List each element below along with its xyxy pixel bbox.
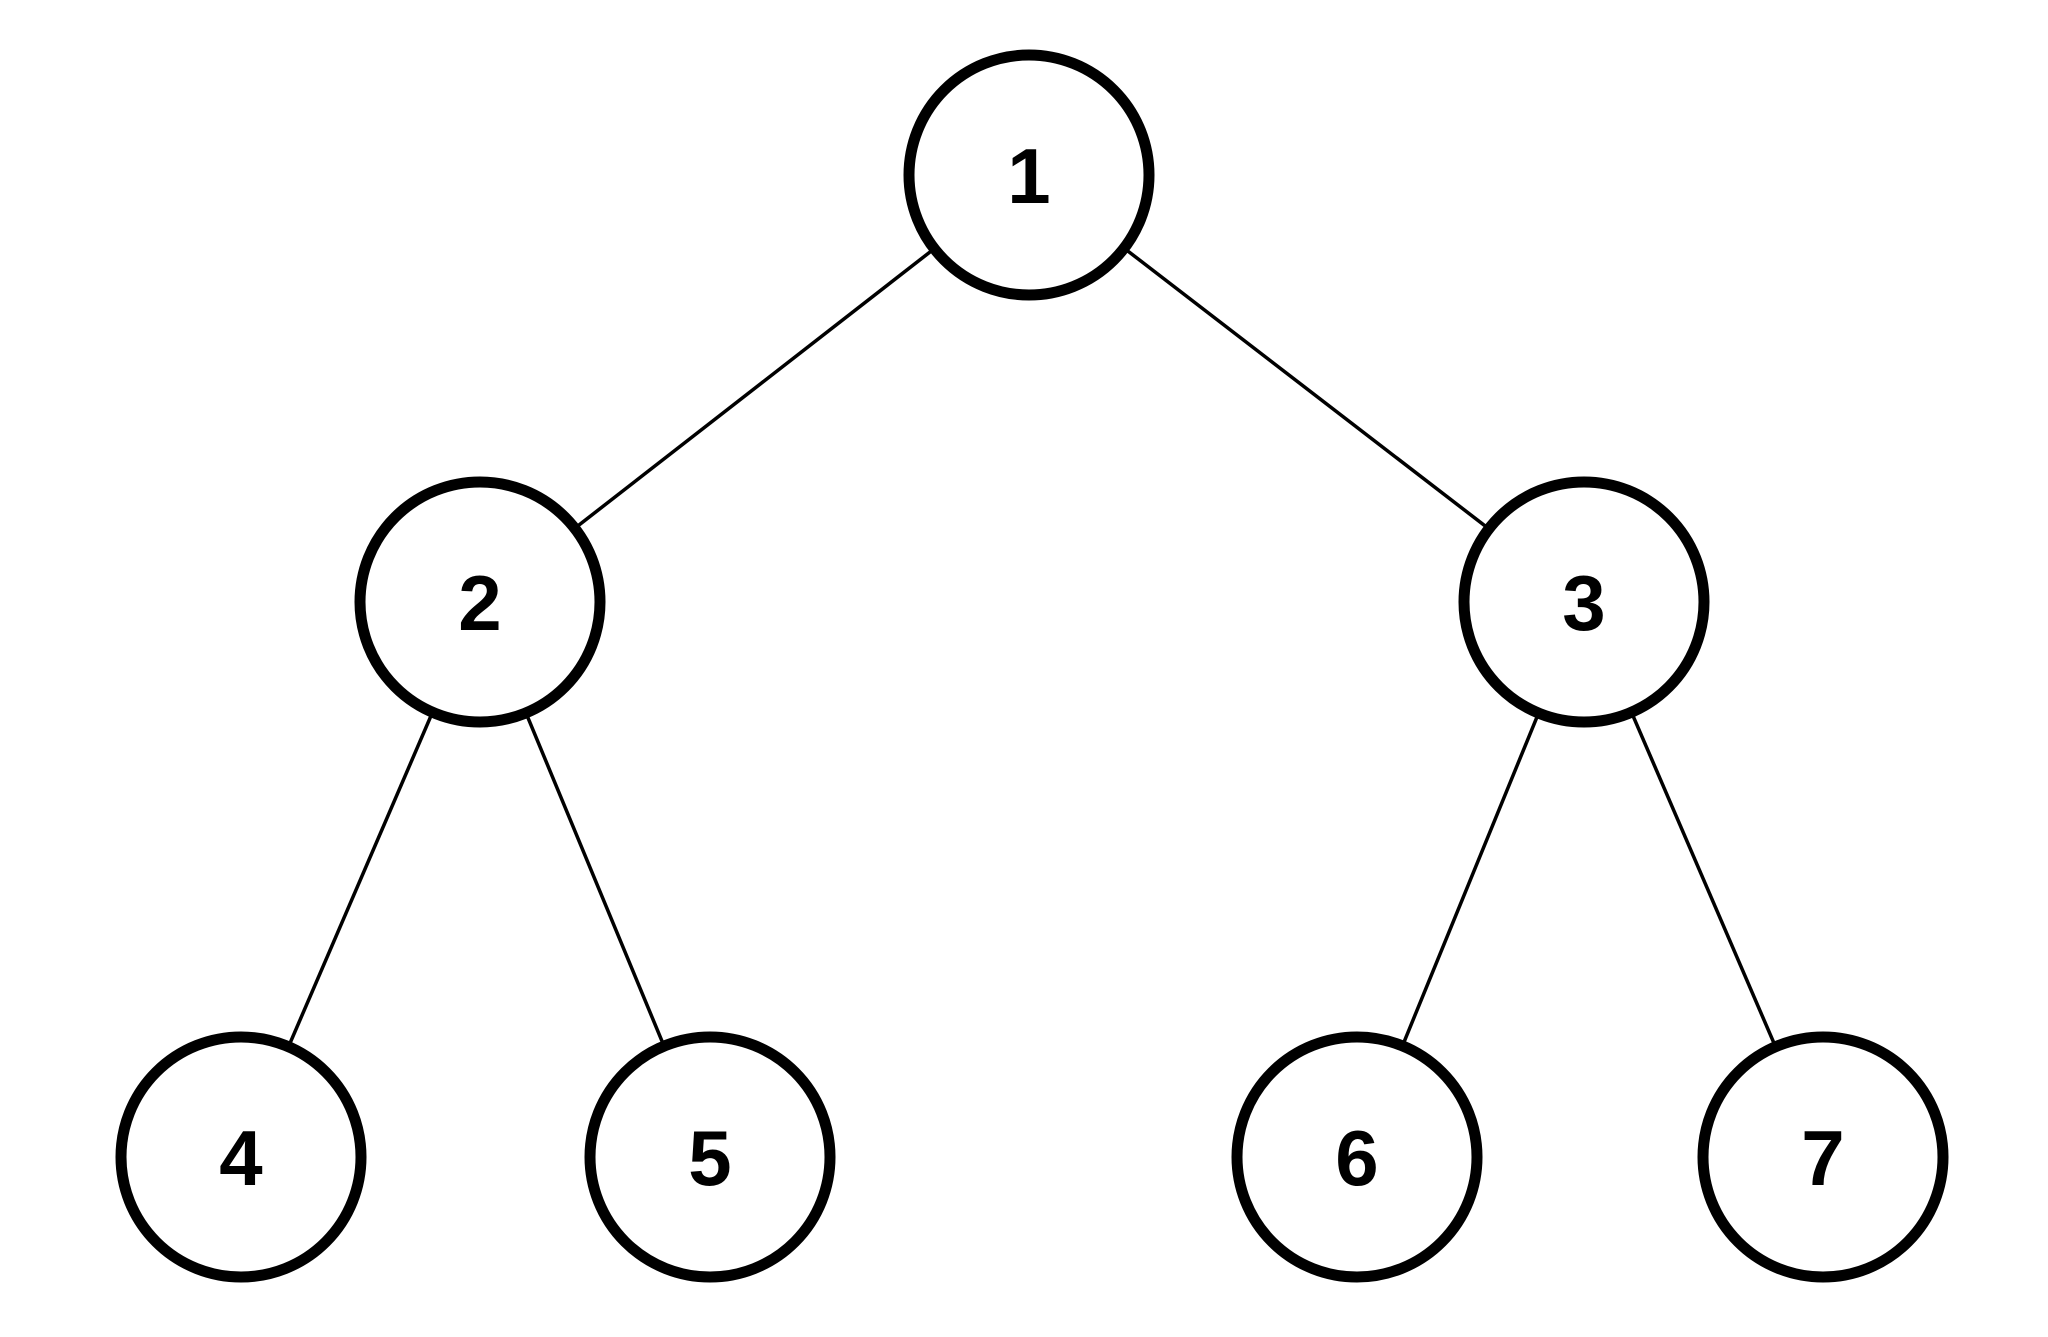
node-label: 7	[1801, 1114, 1844, 1202]
node-circle	[1697, 1031, 1949, 1283]
node-label: 6	[1335, 1114, 1378, 1202]
tree-node-7: 7	[1697, 1031, 1949, 1283]
tree-node-1: 1	[903, 49, 1155, 301]
node-label: 3	[1562, 559, 1605, 647]
node-circle	[584, 1031, 836, 1283]
node-circle	[1458, 476, 1710, 728]
node-label: 5	[688, 1114, 731, 1202]
node-label: 4	[219, 1114, 262, 1202]
tree-node-5: 5	[584, 1031, 836, 1283]
tree-node-3: 3	[1458, 476, 1710, 728]
tree-node-6: 6	[1231, 1031, 1483, 1283]
node-label: 2	[458, 559, 501, 647]
node-circle	[1231, 1031, 1483, 1283]
node-label: 1	[1007, 132, 1050, 220]
tree-node-2: 2	[354, 476, 606, 728]
node-circle	[115, 1031, 367, 1283]
tree-node-4: 4	[115, 1031, 367, 1283]
node-circle	[903, 49, 1155, 301]
node-circle	[354, 476, 606, 728]
